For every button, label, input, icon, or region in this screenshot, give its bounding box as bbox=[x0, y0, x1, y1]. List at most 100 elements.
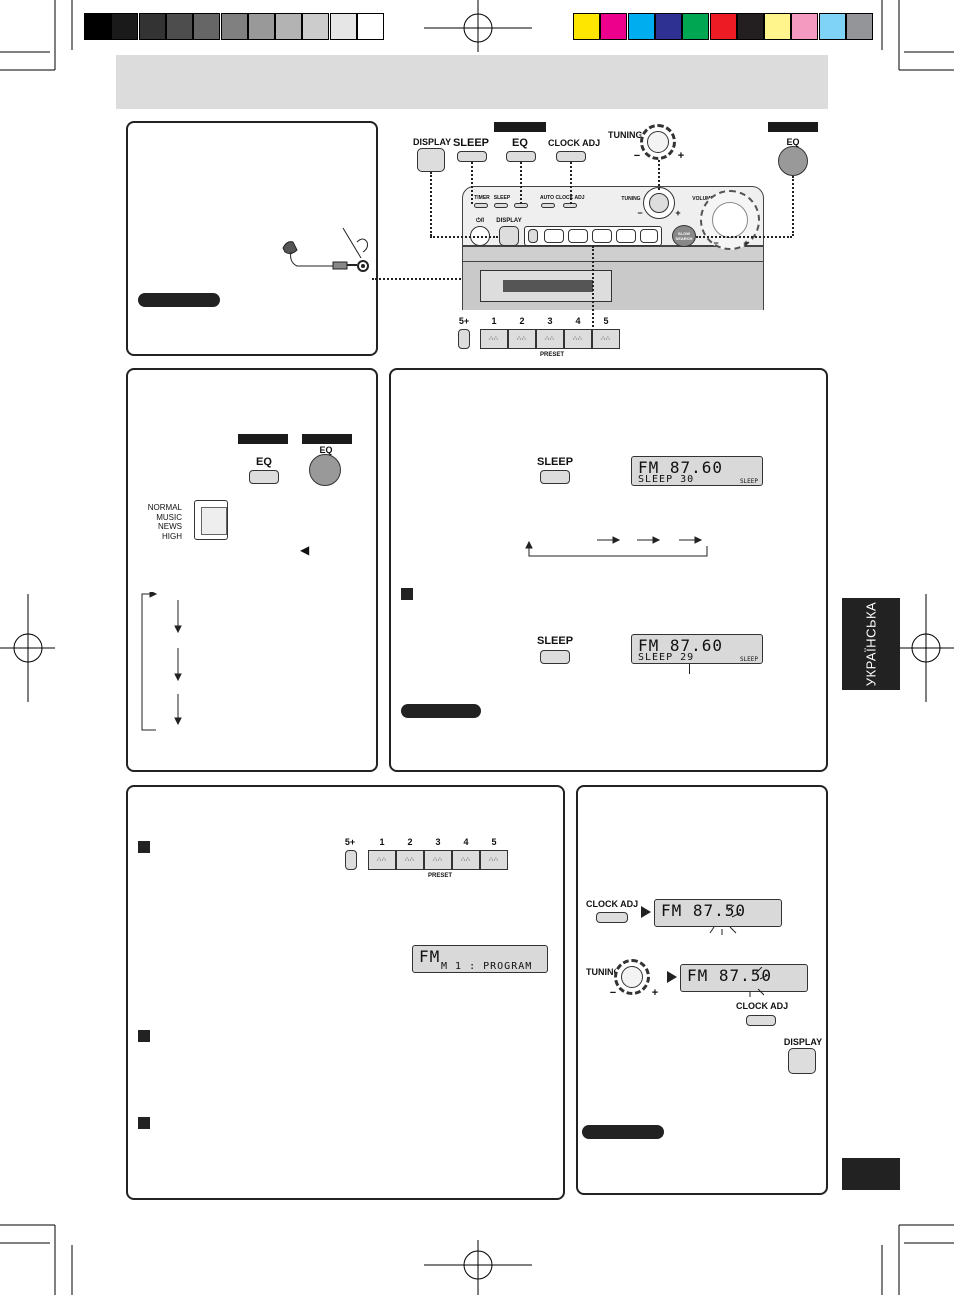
remote-only-badge-2 bbox=[768, 122, 818, 132]
unit-vol-minus: − bbox=[713, 238, 719, 248]
eq-panel-eq-label: EQ bbox=[256, 456, 272, 468]
unit-display-button[interactable] bbox=[499, 226, 519, 246]
unit-sleep-button[interactable] bbox=[494, 203, 508, 208]
color-swatch bbox=[654, 13, 682, 40]
unit-tuning-label: TUNING bbox=[621, 196, 641, 202]
tuning-knob[interactable] bbox=[640, 124, 676, 160]
preset-lcd-main: FM bbox=[419, 947, 441, 966]
panel-preset-key-3[interactable]: ∴∴ bbox=[424, 850, 452, 870]
device-preset-shift-key[interactable] bbox=[458, 329, 470, 349]
clock-panel-display-button[interactable] bbox=[788, 1048, 816, 1074]
clock-panel-tuning-label: TUNING bbox=[586, 967, 621, 977]
panel-preset-label-5: 5 bbox=[491, 837, 497, 847]
unit-timer-button[interactable] bbox=[474, 203, 488, 208]
unit-slow-search-button[interactable] bbox=[672, 225, 696, 247]
sleep-label: SLEEP bbox=[452, 137, 490, 149]
preset-panel-shift-key[interactable] bbox=[345, 850, 357, 870]
unit-tuning-knob[interactable] bbox=[643, 187, 675, 219]
color-swatch bbox=[764, 13, 792, 40]
gray-swatch bbox=[165, 13, 193, 40]
unit-volume-label: VOLUME bbox=[692, 196, 714, 202]
device-preset-label-4: 4 bbox=[575, 316, 581, 326]
display-button[interactable] bbox=[417, 148, 445, 172]
device-preset-key-3[interactable]: ∴∴ bbox=[536, 329, 564, 349]
eq-panel-remote-button[interactable] bbox=[309, 454, 341, 486]
device-preset-key-1[interactable]: ∴∴ bbox=[480, 329, 508, 349]
clock-panel-adj-button-2[interactable] bbox=[746, 1015, 776, 1026]
gray-swatch bbox=[275, 13, 303, 40]
panel-preset-label-4: 4 bbox=[463, 837, 469, 847]
unit-preset-1[interactable] bbox=[544, 229, 564, 243]
color-swatch bbox=[846, 13, 873, 40]
display-label: DISPLAY bbox=[413, 137, 452, 147]
device-preset-key-2[interactable]: ∴∴ bbox=[508, 329, 536, 349]
gray-swatch bbox=[111, 13, 139, 40]
clock-panel-adj-label: CLOCK ADJ bbox=[586, 899, 639, 909]
sleep-lcd-1-sub: SLEEP 30 bbox=[638, 474, 695, 485]
sleep-lcd-1-tag: SLEEP bbox=[739, 478, 758, 485]
tuning-plus-label: + bbox=[677, 150, 685, 162]
clock-adj-label: CLOCK ADJ bbox=[548, 138, 601, 148]
preset-step-bullet-3 bbox=[138, 1117, 150, 1129]
language-tab: УКРАЇНСЬКА bbox=[842, 598, 900, 690]
volume-knob[interactable] bbox=[700, 190, 760, 250]
unit-preset-2[interactable] bbox=[568, 229, 588, 243]
sleep-panel-label-1: SLEEP bbox=[537, 456, 574, 468]
unit-preset-3[interactable] bbox=[592, 229, 612, 243]
eq-panel-remote-label: EQ bbox=[319, 445, 333, 455]
sleep-panel-button-2[interactable] bbox=[540, 650, 570, 664]
sleep-button[interactable] bbox=[457, 151, 487, 162]
panel-preset-key-4[interactable]: ∴∴ bbox=[452, 850, 480, 870]
panel-preset-label-2: 2 bbox=[407, 837, 413, 847]
leader-eq-remote-h bbox=[696, 236, 792, 238]
headphones-panel bbox=[126, 121, 378, 356]
unit-power-label: ⏻/I bbox=[475, 218, 485, 224]
unit-display-window bbox=[480, 270, 612, 302]
clock-lcd-2-main: FM 87.50 bbox=[687, 966, 773, 985]
unit-preset-shift[interactable] bbox=[528, 229, 538, 243]
unit-clock-label: CLOCK ADJ bbox=[555, 195, 585, 201]
panel-preset-key-5[interactable]: ∴∴ bbox=[480, 850, 508, 870]
color-swatch bbox=[573, 13, 600, 40]
preset-lcd-sub: M 1 : PROGRAM bbox=[441, 961, 533, 972]
gray-swatch bbox=[247, 13, 275, 40]
panel-preset-key-2[interactable]: ∴∴ bbox=[396, 850, 424, 870]
device-preset-key-5[interactable]: ∴∴ bbox=[592, 329, 620, 349]
device-preset-key-4[interactable]: ∴∴ bbox=[564, 329, 592, 349]
sleep-panel-button-1[interactable] bbox=[540, 470, 570, 484]
color-swatch bbox=[627, 13, 655, 40]
sleep-lcd-2-sub: SLEEP 29 bbox=[638, 652, 695, 663]
device-preset-label-3: 3 bbox=[547, 316, 553, 326]
unit-preset-5[interactable] bbox=[640, 229, 658, 243]
unit-tun-minus: − bbox=[637, 208, 643, 218]
color-swatch bbox=[600, 13, 628, 40]
unit-preset-4[interactable] bbox=[616, 229, 636, 243]
eq-button[interactable] bbox=[506, 151, 536, 162]
sleep-cycle-arrows bbox=[525, 536, 708, 557]
clock-lcd-2: FM 87.50 bbox=[680, 964, 808, 992]
remote-only-badge bbox=[494, 122, 546, 132]
eq-panel-eq-button[interactable] bbox=[249, 470, 279, 484]
unit-timer-label: TIMER bbox=[474, 195, 490, 201]
eq-remote-badge bbox=[302, 434, 352, 444]
sleep-lcd-2: FM 87.60 SLEEP 29 SLEEP bbox=[631, 634, 763, 664]
color-swatch bbox=[682, 13, 710, 40]
eq-remote-button[interactable] bbox=[778, 146, 808, 176]
panel-preset-key-1[interactable]: ∴∴ bbox=[368, 850, 396, 870]
leader-sleep bbox=[471, 162, 473, 204]
eq-mode-label: HIGH bbox=[162, 531, 182, 541]
unit-auto-label: AUTO bbox=[539, 195, 555, 201]
clock-panel-adj-button[interactable] bbox=[596, 912, 628, 923]
gray-swatch bbox=[84, 13, 111, 40]
leader-display bbox=[430, 172, 432, 236]
leader-display-h bbox=[430, 236, 498, 238]
eq-mode-indicator-window bbox=[194, 500, 228, 540]
header-band bbox=[116, 55, 828, 109]
clock-panel: CLOCK ADJ FM 87.50 TUNING − + FM 87.50 C… bbox=[576, 785, 828, 1195]
clock-panel-tuning-knob[interactable] bbox=[614, 959, 650, 995]
preset-step-bullet-2 bbox=[138, 1030, 150, 1042]
clock-adj-button[interactable] bbox=[556, 151, 586, 162]
unit-auto-button[interactable] bbox=[541, 203, 555, 208]
color-swatch bbox=[709, 13, 737, 40]
